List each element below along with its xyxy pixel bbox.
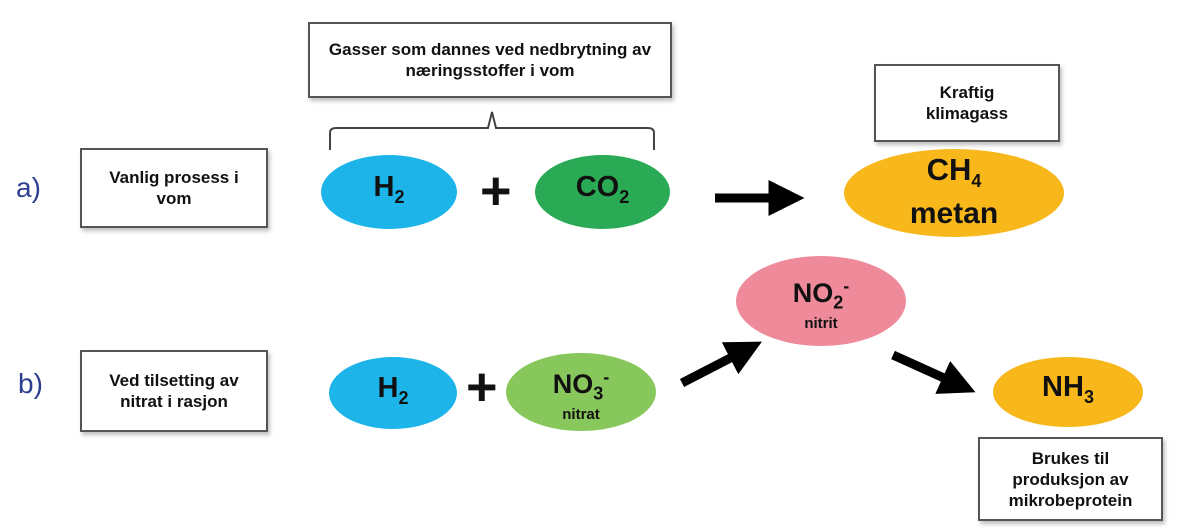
ch4-ellipse: CH4 metan bbox=[844, 149, 1064, 237]
h2-ellipse-b: H2 bbox=[329, 357, 457, 429]
row-a-label: a) bbox=[16, 172, 41, 203]
no2-ellipse: NO2- nitrit bbox=[736, 256, 906, 346]
microbe-protein-text: Brukes til produksjon av mikrobeprotein bbox=[1008, 448, 1133, 510]
gas-bracket bbox=[329, 111, 655, 150]
no2-name: nitrit bbox=[804, 315, 838, 333]
h2-ellipse-a: H2 bbox=[321, 155, 457, 229]
nh3-formula: NH3 bbox=[1042, 371, 1094, 407]
row-a-process-text: Vanlig prosess i vom bbox=[109, 168, 239, 208]
microbe-protein-box: Brukes til produksjon av mikrobeprotein bbox=[978, 437, 1163, 521]
climate-gas-box: Kraftig klimagass bbox=[874, 64, 1060, 142]
co2-ellipse: CO2 bbox=[535, 155, 670, 229]
climate-gas-text: Kraftig klimagass bbox=[925, 83, 1009, 123]
no3-ellipse: NO3- nitrat bbox=[506, 353, 656, 431]
nh3-ellipse: NH3 bbox=[993, 357, 1143, 427]
no2-formula: NO2- bbox=[792, 275, 850, 313]
h2-formula-a: H2 bbox=[373, 171, 405, 207]
row-b-label: b) bbox=[18, 368, 43, 399]
gas-formation-box: Gasser som dannes ved nedbrytning av nær… bbox=[308, 22, 672, 98]
plus-sign-a: + bbox=[480, 161, 512, 221]
gas-formation-text: Gasser som dannes ved nedbrytning av nær… bbox=[328, 40, 652, 80]
arrow-nitrite-to-ammonia bbox=[891, 350, 976, 394]
h2-formula-b: H2 bbox=[377, 372, 409, 408]
row-b-process-box: Ved tilsetting av nitrat i rasjon bbox=[80, 350, 268, 432]
no3-formula: NO3- bbox=[552, 366, 610, 404]
ch4-name: metan bbox=[909, 196, 999, 230]
arrow-nitrate-to-nitrite bbox=[679, 341, 762, 387]
ch4-formula: CH4 bbox=[926, 152, 982, 192]
no3-name: nitrat bbox=[562, 406, 600, 424]
row-a-process-box: Vanlig prosess i vom bbox=[80, 148, 268, 228]
co2-formula: CO2 bbox=[575, 171, 630, 207]
row-b-process-text: Ved tilsetting av nitrat i rasjon bbox=[109, 371, 239, 411]
plus-sign-b: + bbox=[466, 357, 498, 417]
